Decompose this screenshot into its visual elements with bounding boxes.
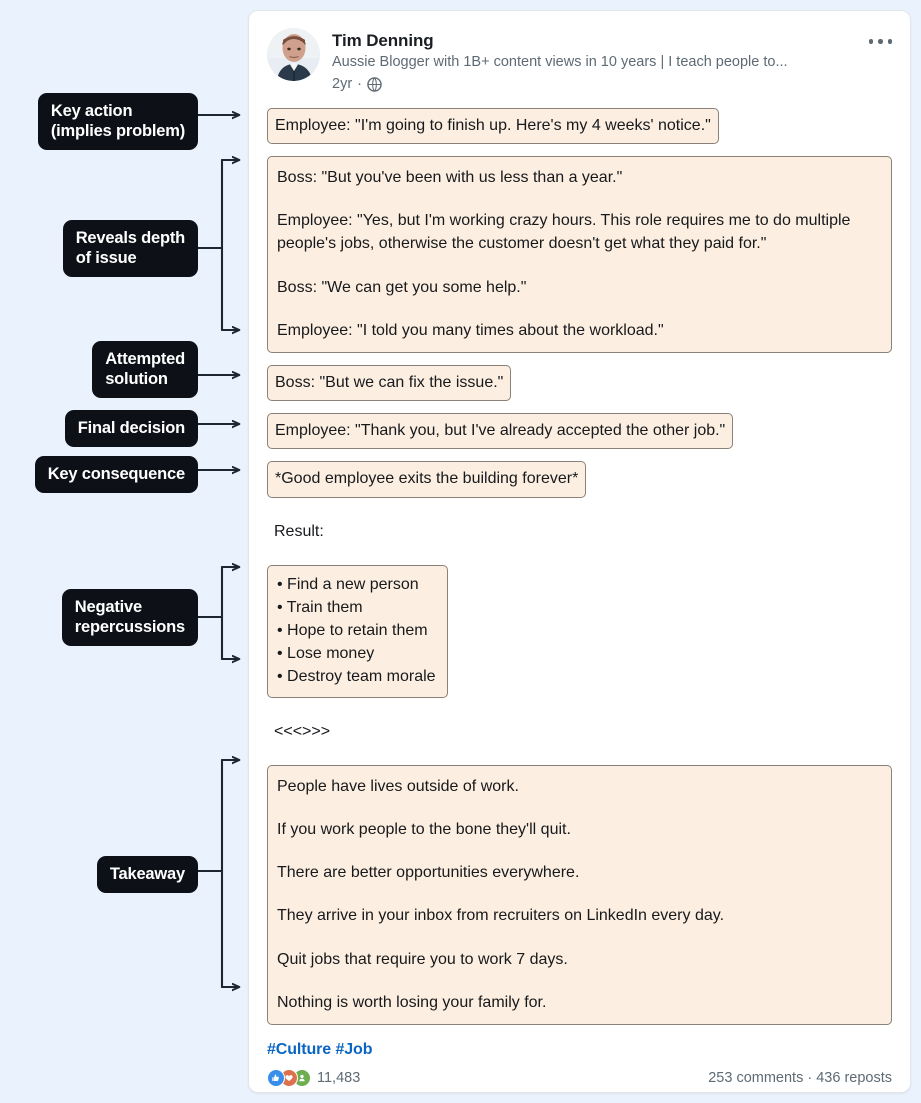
post-header: Tim Denning Aussie Blogger with 1B+ cont… <box>249 11 910 94</box>
highlight-text: *Good employee exits the building foreve… <box>275 470 579 488</box>
reaction-count: 11,483 <box>317 1069 361 1086</box>
highlight-negative-repercussions: • Find a new person • Train them • Hope … <box>267 564 448 698</box>
annotation-reveals-depth: Reveals depth of issue <box>62 220 198 278</box>
engagement-stats[interactable]: 253 comments · 436 reposts <box>708 1069 892 1086</box>
highlight-paragraph: Employee: "Yes, but I'm working crazy ho… <box>277 212 851 253</box>
author-block: Tim Denning Aussie Blogger with 1B+ cont… <box>332 28 788 94</box>
spacer <box>267 755 892 765</box>
highlight-paragraph: People have lives outside of work. <box>277 777 519 795</box>
list-item: • Destroy team morale <box>277 668 436 686</box>
spacer <box>267 555 892 565</box>
post-time: 2yr <box>332 75 353 92</box>
annotation-key-action: Key action (implies problem) <box>37 93 198 151</box>
linkedin-post-card: Tim Denning Aussie Blogger with 1B+ cont… <box>248 10 911 1093</box>
annotation-negative-repercussions: Negative repercussions <box>61 589 198 647</box>
section-divider-text: <<<>>> <box>274 722 331 740</box>
highlight-paragraph: Nothing is worth losing your family for. <box>277 993 547 1011</box>
result-label: Result: <box>274 522 324 540</box>
highlight-key-consequence: *Good employee exits the building foreve… <box>267 461 587 498</box>
list-item: • Find a new person <box>277 575 419 593</box>
reaction-icon-group[interactable] <box>267 1068 311 1087</box>
love-icon <box>280 1068 298 1087</box>
highlight-final-decision: Employee: "Thank you, but I've already a… <box>267 413 734 450</box>
post-meta: 2yr · <box>332 74 788 94</box>
list-item: • Lose money <box>277 645 375 663</box>
highlight-paragraph: There are better opportunities everywher… <box>277 864 580 882</box>
connector-arrows <box>196 0 250 1103</box>
meta-separator: · <box>357 75 362 92</box>
annotation-takeaway: Takeaway <box>96 856 198 894</box>
annotation-key-consequence: Key consequence <box>34 456 198 494</box>
like-icon <box>267 1068 285 1087</box>
highlight-reveals-depth: Boss: "But you've been with us less than… <box>267 156 892 353</box>
highlight-paragraph: Employee: "I told you many times about t… <box>277 321 664 339</box>
post-footer: 11,483 253 comments · 436 reposts <box>249 1059 910 1087</box>
highlight-paragraph: Boss: "But you've been with us less than… <box>277 169 623 187</box>
highlight-text: Boss: "But we can fix the issue." <box>275 373 504 391</box>
overflow-menu-icon[interactable] <box>868 39 892 44</box>
highlight-text: Employee: "I'm going to finish up. Here'… <box>275 116 711 134</box>
highlight-key-action: Employee: "I'm going to finish up. Here'… <box>267 107 719 145</box>
avatar[interactable] <box>267 28 320 81</box>
highlight-paragraph: If you work people to the bone they'll q… <box>277 821 571 839</box>
author-headline: Aussie Blogger with 1B+ content views in… <box>332 54 788 71</box>
highlight-paragraph: Quit jobs that require you to work 7 day… <box>277 950 568 968</box>
highlight-attempted-solution: Boss: "But we can fix the issue." <box>267 364 512 402</box>
highlight-takeaway: People have lives outside of work. If yo… <box>267 764 892 1025</box>
annotation-final-decision: Final decision <box>64 410 198 448</box>
globe-icon <box>367 77 382 92</box>
highlight-paragraph: They arrive in your inbox from recruiter… <box>277 907 725 925</box>
spacer <box>267 710 892 720</box>
list-item: • Hope to retain them <box>277 622 428 640</box>
post-body: Employee: "I'm going to finish up. Here'… <box>249 94 910 1025</box>
hashtags[interactable]: #Culture #Job <box>267 1040 373 1058</box>
menu-dot <box>887 39 892 44</box>
highlight-text: Employee: "Thank you, but I've already a… <box>275 422 726 440</box>
highlight-paragraph: Boss: "We can get you some help." <box>277 278 527 296</box>
author-name[interactable]: Tim Denning <box>332 31 434 50</box>
annotation-layer: Key action (implies problem) Reveals dep… <box>0 0 250 1103</box>
reactions[interactable]: 11,483 <box>267 1068 361 1087</box>
menu-dot <box>868 39 873 44</box>
list-item: • Train them <box>277 598 363 616</box>
annotation-attempted-solution: Attempted solution <box>92 341 198 399</box>
avatar-photo <box>267 28 320 81</box>
spacer <box>267 510 892 520</box>
menu-dot <box>878 39 883 44</box>
